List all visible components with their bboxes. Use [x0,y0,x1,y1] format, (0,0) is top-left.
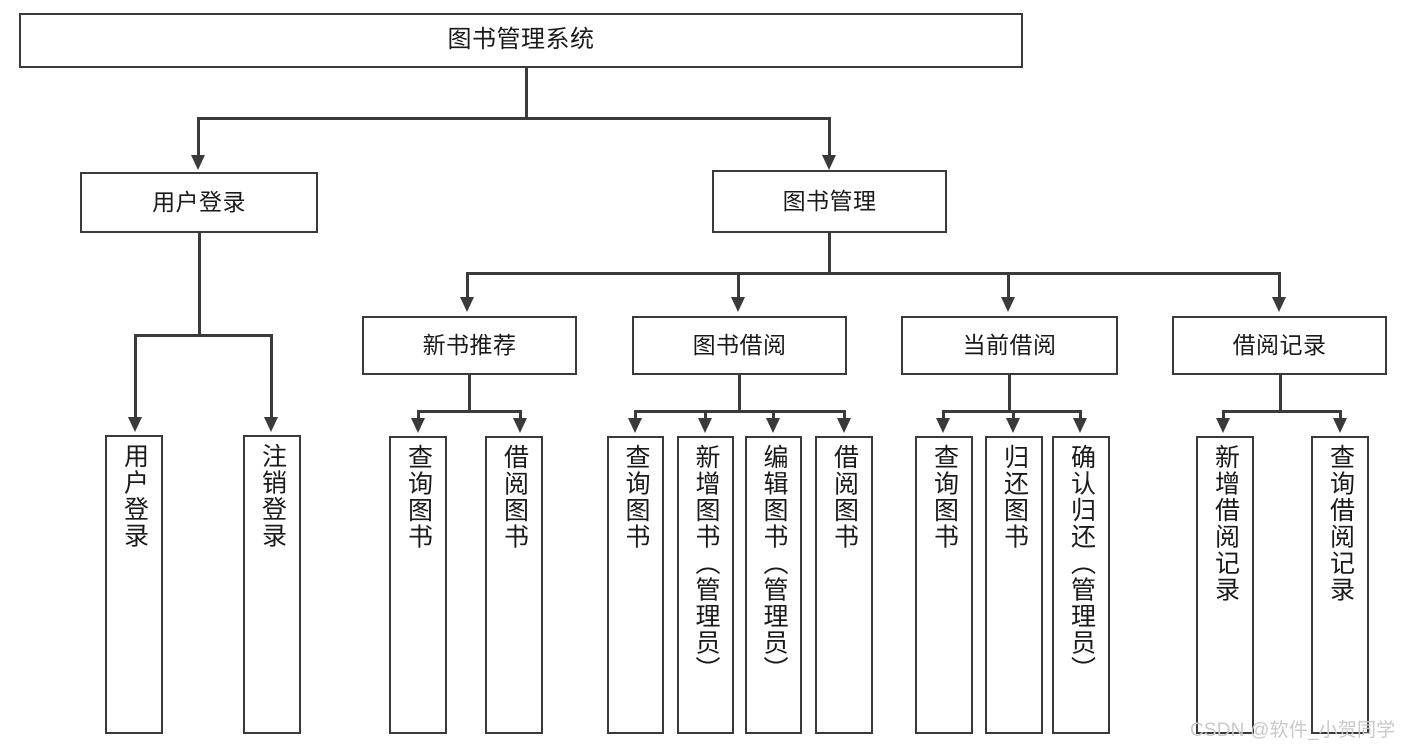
node-user-login[interactable]: 用户登录 [80,172,318,233]
arrow-to-new-books [460,297,474,312]
connector-borrow-records-trunk [1279,375,1282,411]
connector-book-borrow-drop-4 [843,410,846,419]
node-label: 归还图书 [1000,444,1029,550]
node-label: 借阅图书 [500,444,529,550]
arrow-leaf-query-book-3 [936,418,950,433]
node-book-borrow[interactable]: 图书借阅 [632,316,847,375]
connector-book-borrow-drop-2 [704,410,707,419]
arrow-leaf-borrow-book-1 [513,418,527,433]
node-label: 用户登录 [152,188,246,215]
connector-borrow-records-bar [1222,410,1341,413]
connector-to-borrow-records [1278,272,1281,298]
arrow-leaf-logout [264,417,278,432]
leaf-query-book-borrow[interactable]: 查询图书 [607,436,664,734]
leaf-query-borrow-record[interactable]: 查询借阅记录 [1311,436,1369,734]
connector-to-user-login [197,117,200,157]
connector-current-borrow-bar [942,410,1081,413]
arrow-leaf-query-book-1 [411,418,425,433]
leaf-return-book[interactable]: 归还图书 [985,436,1043,734]
connector-borrow-records-drop-2 [1339,410,1342,419]
connector-book-borrow-drop-3 [772,410,775,419]
arrow-leaf-query-record [1333,418,1347,433]
leaf-logout[interactable]: 注销登录 [243,435,301,734]
arrow-leaf-edit-book [766,418,780,433]
arrow-leaf-confirm-return [1073,418,1087,433]
arrow-to-borrow-records [1272,297,1286,312]
leaf-confirm-return-admin[interactable]: 确认归还（管理员） [1052,436,1110,734]
node-new-book-recommend[interactable]: 新书推荐 [362,316,577,375]
connector-new-books-trunk [468,375,471,411]
arrow-leaf-add-record [1216,418,1230,433]
arrow-leaf-return-book [1006,418,1020,433]
connector-book-mgmt-trunk [828,233,831,273]
connector-to-book-borrow [737,272,740,298]
connector-user-login-drop-2 [270,334,273,418]
connector-new-books-drop-2 [519,410,522,419]
node-label: 确认归还（管理员） [1067,444,1096,683]
connector-root-bar [197,117,829,120]
leaf-query-book-current[interactable]: 查询图书 [915,436,973,734]
arrow-leaf-add-book [698,418,712,433]
connector-root-trunk [525,68,528,118]
leaf-add-borrow-record[interactable]: 新增借阅记录 [1196,436,1254,734]
node-root-system[interactable]: 图书管理系统 [19,13,1023,68]
connector-user-login-trunk [198,233,201,335]
connector-new-books-bar [417,410,521,413]
leaf-add-book-admin[interactable]: 新增图书（管理员） [677,436,734,734]
node-label: 查询图书 [622,444,650,550]
leaf-query-book-new[interactable]: 查询图书 [389,436,447,734]
connector-book-mgmt-bar [466,272,1280,275]
node-label: 用户登录 [120,443,149,549]
connector-book-borrow-drop-1 [634,410,637,419]
node-borrow-records[interactable]: 借阅记录 [1172,316,1387,375]
connector-current-borrow-drop-3 [1079,410,1082,419]
arrow-to-book-mgmt [822,155,836,170]
node-label: 图书管理 [782,187,877,214]
node-label: 图书借阅 [692,331,787,358]
node-label: 借阅记录 [1232,331,1327,358]
node-label: 查询图书 [404,444,433,550]
arrow-to-current-borrow [1001,297,1015,312]
connector-new-books-drop-1 [417,410,420,419]
connector-to-book-mgmt [828,117,831,157]
connector-current-borrow-drop-2 [1012,410,1015,419]
connector-user-login-bar [134,334,272,337]
csdn-watermark: CSDN @软件_小贺同学 [1190,720,1396,741]
leaf-user-login[interactable]: 用户登录 [105,435,163,734]
leaf-edit-book-admin[interactable]: 编辑图书（管理员） [745,436,802,734]
connector-book-borrow-trunk [738,375,741,411]
node-current-borrow[interactable]: 当前借阅 [901,316,1118,375]
node-label: 借阅图书 [830,444,859,550]
node-label: 新增图书（管理员） [692,444,720,683]
node-label: 新书推荐 [422,331,517,358]
node-label: 编辑图书（管理员） [760,444,788,683]
node-label: 查询借阅记录 [1326,444,1355,603]
connector-to-new-books [466,272,469,298]
arrow-leaf-query-book-2 [628,418,642,433]
arrow-leaf-user-login [128,417,142,432]
arrow-to-user-login [191,155,205,170]
node-label: 新增借阅记录 [1211,444,1240,603]
node-label: 当前借阅 [962,331,1057,358]
node-label: 注销登录 [258,443,287,549]
arrow-leaf-borrow-book-2 [837,418,851,433]
arrow-to-book-borrow [731,297,745,312]
connector-user-login-drop-1 [134,334,137,418]
connector-book-borrow-bar [634,410,845,413]
connector-current-borrow-trunk [1008,375,1011,411]
connector-current-borrow-drop-1 [942,410,945,419]
node-book-management[interactable]: 图书管理 [712,170,947,233]
leaf-borrow-book-borrow[interactable]: 借阅图书 [815,436,873,734]
leaf-borrow-book-new[interactable]: 借阅图书 [485,436,543,734]
connector-to-current-borrow [1007,272,1010,298]
node-label: 图书管理系统 [447,26,595,54]
node-label: 查询图书 [930,444,959,550]
connector-borrow-records-drop-1 [1222,410,1225,419]
